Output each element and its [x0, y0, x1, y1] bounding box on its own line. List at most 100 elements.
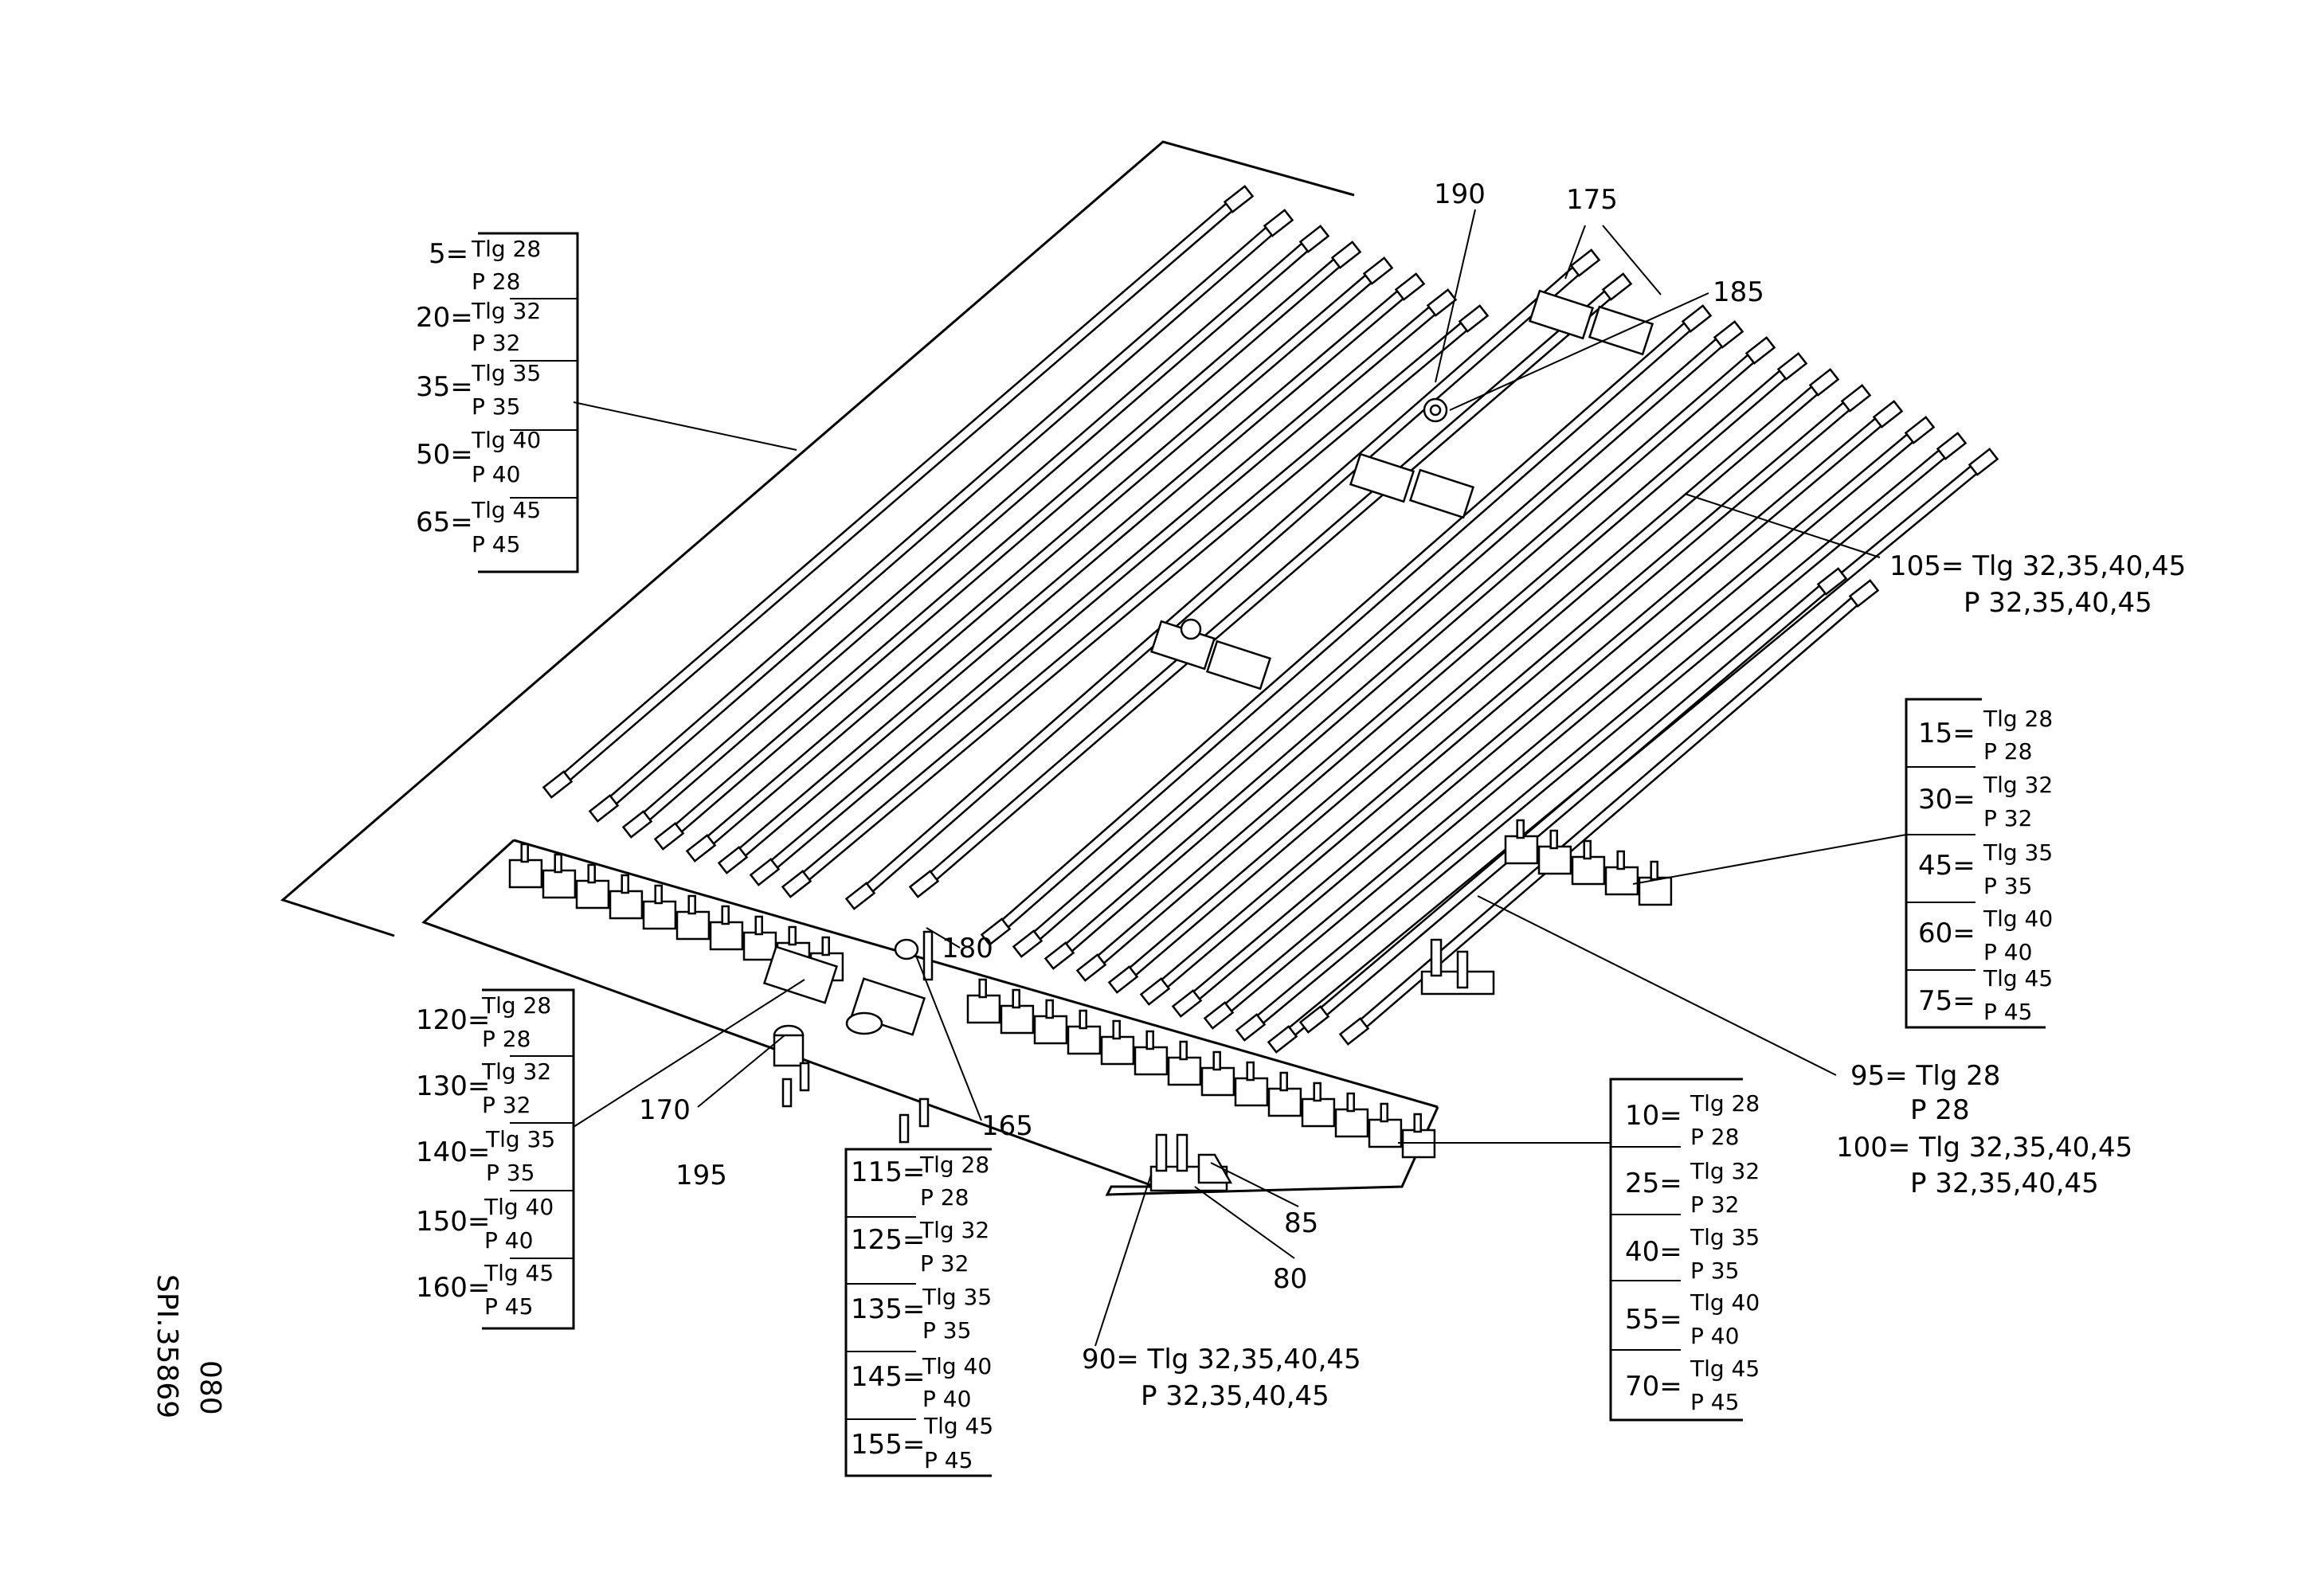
rail-block	[609, 890, 644, 920]
rail-block	[1134, 1046, 1169, 1076]
slat-bar	[717, 272, 1426, 874]
svg-text:70=: 70=	[1625, 1371, 1682, 1402]
slat-bar	[1298, 567, 1848, 1034]
rail-block	[1033, 1015, 1068, 1045]
svg-text:45=: 45=	[1918, 850, 1975, 882]
slat-bar	[980, 304, 1713, 946]
variant-table-10-70: 10=Tlg 28P 28 25=Tlg 32P 32 40= Tlg 35 P 3…	[1609, 1078, 1760, 1422]
svg-text:Tlg 35: Tlg 35	[485, 1126, 555, 1152]
svg-text:Tlg 40: Tlg 40	[1983, 906, 2053, 932]
callout-190: 190	[1434, 178, 1486, 210]
center-guide-brackets	[1149, 289, 1654, 690]
svg-text:Tlg 35: Tlg 35	[471, 360, 541, 386]
svg-text:P 28: P 28	[1983, 738, 2032, 765]
rail-block	[966, 994, 1001, 1024]
slat-bar	[621, 225, 1330, 839]
svg-text:135=: 135=	[851, 1293, 925, 1325]
upper-assembly-outline	[280, 140, 1355, 937]
rail-block	[709, 921, 744, 951]
svg-text:Tlg 35: Tlg 35	[1983, 839, 2053, 866]
note-90-p: P 32,35,40,45	[1141, 1380, 1329, 1412]
rail-block	[1267, 1087, 1302, 1117]
svg-text:P 40: P 40	[472, 461, 520, 487]
row: 55=Tlg 40P 40	[1625, 1289, 1760, 1349]
callout-165: 165	[981, 1110, 1033, 1142]
rail-block	[1334, 1108, 1369, 1138]
svg-text:P 35: P 35	[1690, 1258, 1739, 1284]
slat-bar	[1012, 320, 1744, 958]
variant-table-5-65: 5=Tlg 28P 28 20=Tlg 32P 32 35=Tlg 35P 35…	[416, 232, 579, 573]
rail-block	[1301, 1097, 1336, 1128]
svg-text:60=: 60=	[1918, 917, 1975, 949]
svg-text:150=: 150=	[416, 1206, 490, 1238]
rail-block	[742, 931, 777, 961]
row: 75=Tlg 45P 45	[1918, 965, 2053, 1025]
callout-185: 185	[1713, 276, 1764, 308]
callout-180: 180	[942, 933, 993, 964]
svg-text:35=: 35=	[416, 371, 473, 403]
svg-text:Tlg 45: Tlg 45	[471, 497, 541, 523]
slat-bar	[1044, 336, 1776, 970]
drawing-spi-code: SPI.35869	[151, 1274, 183, 1418]
svg-text:P 45: P 45	[1690, 1389, 1739, 1415]
svg-text:Tlg 28: Tlg 28	[1983, 706, 2053, 732]
row: 70= Tlg 45 P 45	[1625, 1355, 1760, 1415]
svg-text:P 32: P 32	[482, 1092, 531, 1118]
svg-text:Tlg 28: Tlg 28	[471, 236, 541, 262]
svg-text:Tlg 40: Tlg 40	[1690, 1289, 1760, 1316]
svg-text:P 28: P 28	[1690, 1124, 1739, 1150]
svg-text:Tlg 32: Tlg 32	[1983, 772, 2053, 798]
rail-block	[1000, 1004, 1035, 1035]
note-95-p: P 28	[1910, 1094, 1970, 1126]
note-100-tlg: 100= Tlg 32,35,40,45	[1836, 1132, 2132, 1164]
slat-bar	[781, 304, 1490, 898]
svg-text:Tlg 45: Tlg 45	[484, 1260, 554, 1286]
slat-bar	[653, 241, 1362, 851]
row: 115=Tlg 28P 28	[851, 1152, 989, 1211]
row: 65=Tlg 45P 45	[416, 497, 541, 557]
svg-text:55=: 55=	[1625, 1304, 1682, 1336]
svg-text:40=: 40=	[1625, 1236, 1682, 1268]
row: 10=Tlg 28P 28	[1625, 1090, 1760, 1150]
note-95-tlg: 95= Tlg 28	[1850, 1060, 2000, 1092]
rail-block	[575, 879, 610, 909]
svg-text:Tlg 40: Tlg 40	[471, 427, 541, 453]
row: 160=Tlg 45P 45	[416, 1260, 554, 1320]
svg-text:160=: 160=	[416, 1272, 490, 1304]
slat-bars	[542, 185, 1999, 1054]
svg-text:Tlg 32: Tlg 32	[1690, 1158, 1760, 1184]
svg-text:Tlg 40: Tlg 40	[484, 1194, 554, 1220]
svg-text:Tlg 28: Tlg 28	[919, 1152, 989, 1178]
leader-lines	[573, 209, 1907, 1347]
row: 25=Tlg 32P 32	[1625, 1158, 1760, 1218]
slat-bar	[685, 256, 1394, 863]
svg-text:Tlg 40: Tlg 40	[922, 1353, 992, 1379]
callout-80: 80	[1273, 1263, 1307, 1295]
rail-block	[1368, 1118, 1403, 1148]
rail-block	[542, 869, 577, 899]
row: 135=Tlg 35P 35	[851, 1284, 992, 1344]
svg-text:75=: 75=	[1918, 985, 1975, 1017]
svg-text:125=: 125=	[851, 1224, 925, 1256]
svg-text:145=: 145=	[851, 1361, 925, 1393]
svg-text:P 28: P 28	[920, 1184, 969, 1211]
rail-block	[675, 910, 711, 941]
slat-bar	[749, 288, 1458, 886]
svg-text:Tlg 35: Tlg 35	[1690, 1224, 1760, 1250]
variant-table-115-155: 115=Tlg 28P 28 125=Tlg 32P 32 135=Tlg 35…	[844, 1148, 993, 1477]
slat-bar	[588, 209, 1294, 823]
svg-text:Tlg 45: Tlg 45	[1690, 1355, 1760, 1382]
svg-text:15=: 15=	[1918, 718, 1975, 749]
callout-170: 170	[639, 1094, 691, 1126]
rail-block	[1537, 845, 1572, 875]
lower-assembly-outline	[421, 839, 1439, 1196]
row: 150=Tlg 40P 40	[416, 1194, 554, 1254]
rail-block	[1504, 835, 1539, 865]
svg-text:P 32: P 32	[1983, 805, 2032, 831]
lower-coupling-parts	[762, 930, 934, 1144]
rail-block	[1571, 855, 1606, 886]
svg-text:Tlg 32: Tlg 32	[481, 1058, 551, 1085]
svg-text:P 35: P 35	[1983, 873, 2032, 899]
variant-table-120-160: 120=Tlg 28P 28 130=Tlg 32P 32 140=Tlg 35…	[416, 988, 575, 1330]
